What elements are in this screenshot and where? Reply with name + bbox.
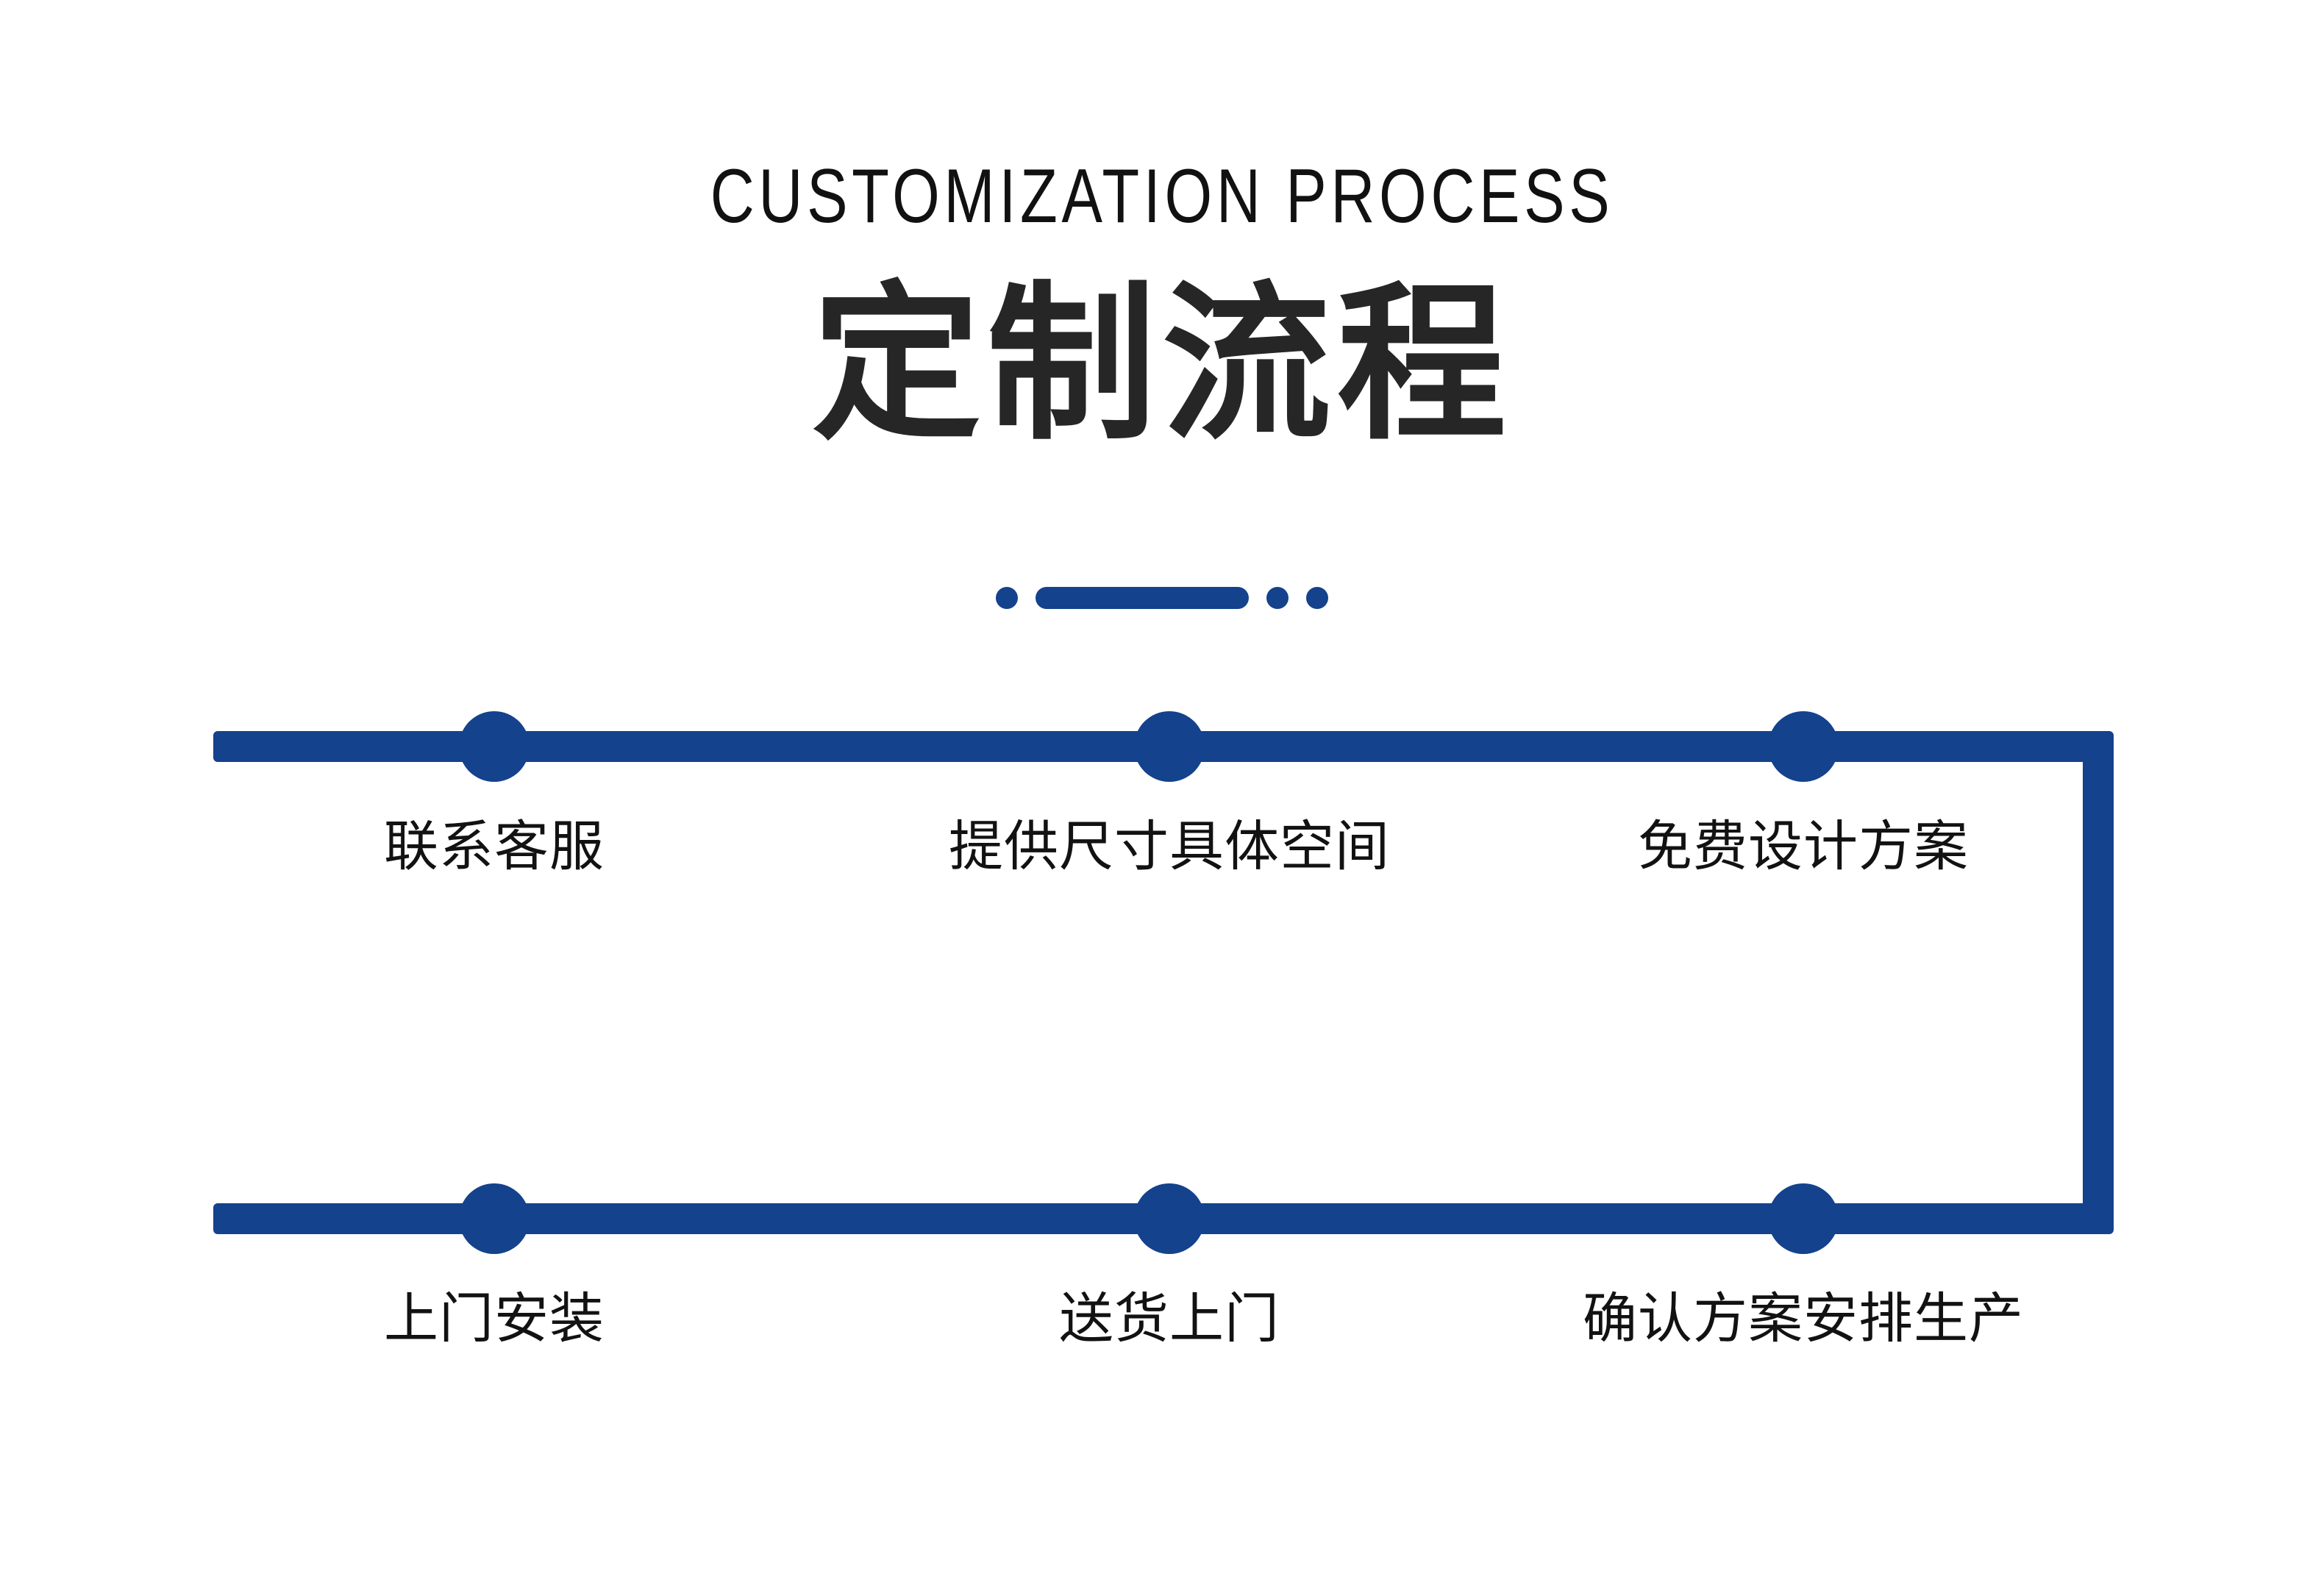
flow-node-step-4[interactable] — [1768, 1183, 1839, 1254]
flow-node-step-1[interactable] — [459, 711, 530, 782]
flow-label-step-6: 上门安装 — [384, 1287, 605, 1350]
divider-dot-icon — [1266, 587, 1288, 609]
flow-label-step-1: 联系客服 — [384, 815, 605, 878]
divider-bar-icon — [1036, 587, 1249, 609]
flow-node-step-6[interactable] — [459, 1183, 530, 1254]
flow-label-step-2: 提供尺寸具体空间 — [949, 815, 1390, 878]
flow-node-step-2[interactable] — [1134, 711, 1205, 782]
divider-dot-icon — [1306, 587, 1328, 609]
divider-dot-icon — [996, 587, 1018, 609]
flow-label-step-5: 送货上门 — [1059, 1287, 1280, 1350]
decorative-divider — [0, 581, 2324, 615]
english-subtitle: CUSTOMIZATION PROCESS — [710, 154, 1614, 239]
flow-node-step-5[interactable] — [1134, 1183, 1205, 1254]
flow-label-step-3: 免费设计方案 — [1638, 815, 1969, 878]
page-title: 定制流程 — [811, 267, 1512, 463]
flow-node-step-3[interactable] — [1768, 711, 1839, 782]
flow-connector-right — [2083, 731, 2114, 1234]
flow-label-step-4: 确认方案安排生产 — [1583, 1287, 2024, 1350]
